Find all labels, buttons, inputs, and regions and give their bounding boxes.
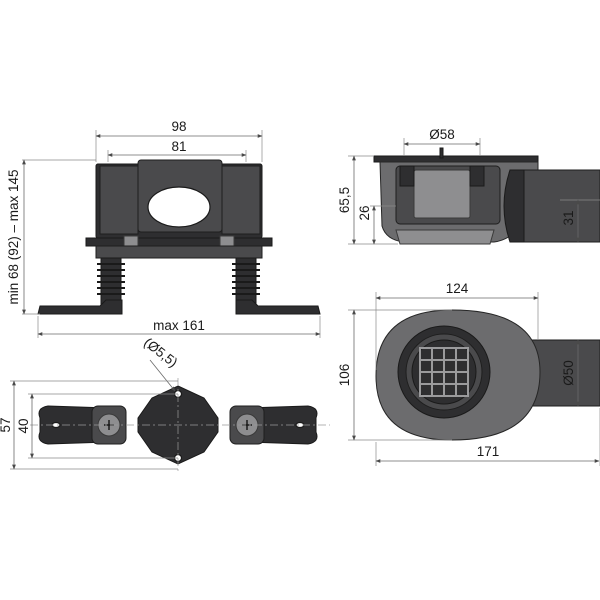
dim-length-124: 124 — [446, 281, 469, 296]
dim-height-range: min 68 (92) – max 145 — [6, 169, 21, 304]
dim-diameter-58: Ø58 — [429, 127, 455, 142]
dim-height-31: 31 — [561, 210, 576, 225]
bracket-view: (Ø5,5) 57 40 — [0, 335, 330, 472]
dim-diameter-50: Ø50 — [561, 360, 576, 386]
dim-98: 98 — [171, 119, 186, 134]
front-leg-right — [232, 257, 321, 315]
front-leg-left — [37, 257, 125, 315]
front-view: 98 81 min 68 (92) – max 145 max 161 — [6, 119, 321, 338]
dim-hole-diameter: (Ø5,5) — [141, 335, 180, 370]
dim-height-26: 26 — [357, 205, 372, 220]
front-opening — [147, 186, 211, 228]
front-body — [85, 159, 273, 259]
grate — [419, 347, 469, 397]
side-view: Ø58 65,5 26 31 — [337, 127, 600, 245]
dim-height-65-5: 65,5 — [337, 187, 352, 213]
dim-length-171: 171 — [477, 444, 500, 459]
dim-81: 81 — [171, 139, 186, 154]
dim-height-40: 40 — [16, 418, 31, 433]
dim-base-width: max 161 — [153, 318, 205, 333]
dim-width-106: 106 — [337, 364, 352, 387]
top-view: 124 106 Ø50 171 — [337, 281, 600, 466]
dim-height-57: 57 — [0, 417, 13, 432]
